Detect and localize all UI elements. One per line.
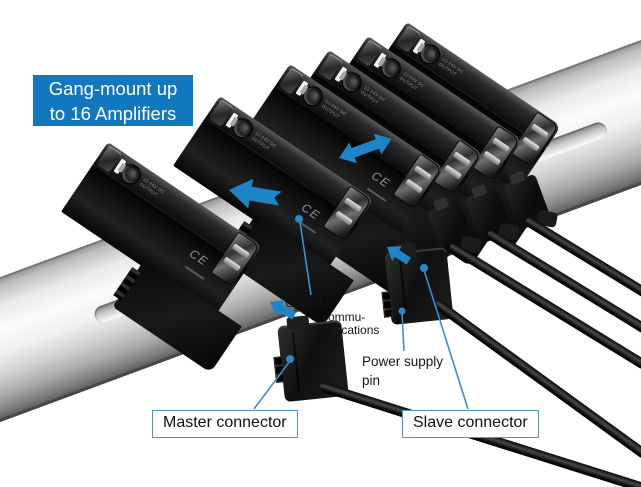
banner-line: to 16 Amplifiers — [49, 103, 177, 124]
ce-mark: CE — [368, 168, 394, 191]
connector-latch — [393, 242, 417, 257]
connector-seam — [399, 259, 408, 316]
optical-communications-label: Optical commu- nications — [285, 296, 380, 337]
connector-seam — [291, 332, 301, 393]
master-connector-callout: Master connector — [152, 410, 298, 438]
banner-line: Gang-mount up — [48, 78, 178, 99]
ce-mark: CE — [186, 246, 212, 269]
power-supply-pins — [381, 291, 394, 318]
gang-mount-banner: Gang-mount up to 16 Amplifiers — [33, 75, 193, 126]
ce-mark: CE — [298, 200, 324, 223]
slave-connector-callout: Slave connector — [402, 410, 539, 438]
power-supply-pins — [273, 356, 286, 383]
power-supply-pin-label: Power supply pin — [362, 354, 444, 388]
